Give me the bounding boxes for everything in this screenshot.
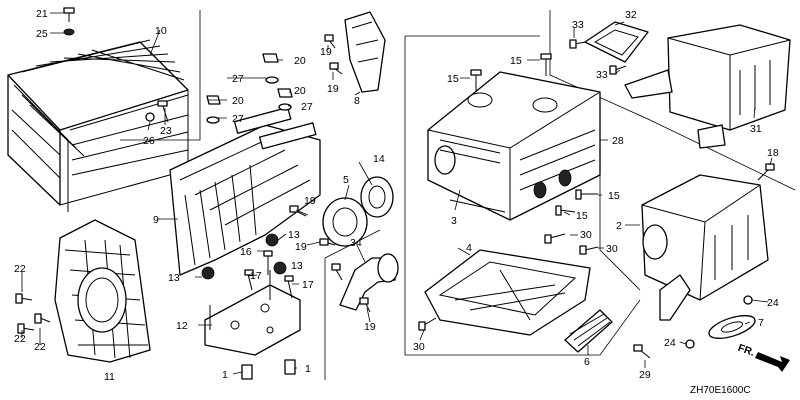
callout-24-left: 24 bbox=[664, 337, 676, 349]
gasket-part-14 bbox=[360, 176, 394, 218]
muffler-body-part-2 bbox=[641, 174, 769, 321]
callout-1-right: 1 bbox=[305, 363, 311, 375]
callout-34: 34 bbox=[350, 237, 362, 249]
callout-15-a: 15 bbox=[447, 73, 459, 85]
callout-5: 5 bbox=[343, 174, 349, 186]
callout-13-top: 13 bbox=[288, 229, 300, 241]
front-arrow-icon bbox=[755, 352, 790, 372]
callout-14: 14 bbox=[373, 153, 385, 165]
callout-4: 4 bbox=[466, 242, 472, 254]
callout-23: 23 bbox=[160, 125, 172, 137]
callout-29: 29 bbox=[639, 369, 651, 381]
callout-33-low: 33 bbox=[596, 69, 608, 81]
callout-28: 28 bbox=[612, 135, 624, 147]
callout-20-mid: 20 bbox=[294, 85, 306, 97]
frame-line-right-mid bbox=[599, 140, 641, 291]
callout-22-right: 22 bbox=[34, 341, 46, 353]
diagram-code: ZH70E1600C bbox=[690, 385, 751, 396]
shroud-part-11 bbox=[54, 219, 151, 363]
callout-15-d: 15 bbox=[608, 190, 620, 202]
leader-lines bbox=[21, 12, 773, 375]
bracket-plate-part-12 bbox=[204, 270, 301, 356]
deflector-part-8 bbox=[344, 11, 386, 93]
callout-21: 21 bbox=[36, 8, 48, 20]
callout-20-left: 20 bbox=[232, 95, 244, 107]
callout-13-right: 13 bbox=[291, 260, 303, 272]
callout-26: 26 bbox=[143, 135, 155, 147]
frame-line-muffler-box bbox=[404, 35, 641, 356]
callout-31: 31 bbox=[750, 123, 762, 135]
exhaust-flange-part-5 bbox=[322, 197, 368, 247]
callout-30-b: 30 bbox=[606, 243, 618, 255]
callout-6: 6 bbox=[584, 356, 590, 368]
callout-27-left: 27 bbox=[232, 73, 244, 85]
callout-12: 12 bbox=[176, 320, 188, 332]
callout-1-left: 1 bbox=[222, 369, 228, 381]
callout-8: 8 bbox=[354, 95, 360, 107]
callout-24-right: 24 bbox=[767, 297, 779, 309]
callout-9: 9 bbox=[153, 214, 159, 226]
front-direction-indicator: FR. bbox=[736, 342, 790, 372]
callout-15-c: 15 bbox=[576, 210, 588, 222]
callout-25: 25 bbox=[36, 28, 48, 40]
fr-label: FR. bbox=[736, 342, 756, 359]
heat-shield-part-9 bbox=[169, 106, 321, 276]
callout-22-top: 22 bbox=[14, 263, 26, 275]
frame-line-left bbox=[120, 10, 201, 141]
callout-30-c: 30 bbox=[413, 341, 425, 353]
callout-16: 16 bbox=[240, 246, 252, 258]
callout-32: 32 bbox=[625, 9, 637, 21]
callout-19-bottom: 19 bbox=[364, 321, 376, 333]
callout-27-right: 27 bbox=[301, 101, 313, 113]
deflector-part-32 bbox=[584, 21, 649, 63]
callout-19-low: 19 bbox=[295, 241, 307, 253]
callout-15-b: 15 bbox=[510, 55, 522, 67]
callout-3: 3 bbox=[451, 215, 457, 227]
spark-arrester-part-6 bbox=[564, 309, 613, 353]
muffler-cover-part-3 bbox=[427, 71, 601, 221]
callout-19-mid: 19 bbox=[304, 195, 316, 207]
callout-2: 2 bbox=[616, 220, 622, 232]
callout-numbers: 21 25 10 26 23 27 20 27 20 20 27 9 13 12… bbox=[14, 8, 779, 383]
callout-27-lower: 27 bbox=[232, 113, 244, 125]
callout-11: 11 bbox=[104, 371, 115, 383]
callout-22-left: 22 bbox=[14, 333, 26, 345]
callout-18: 18 bbox=[767, 147, 779, 159]
callout-30-a: 30 bbox=[580, 229, 592, 241]
callout-20-top: 20 bbox=[294, 55, 306, 67]
elbow-pipe-part-34 bbox=[339, 253, 399, 311]
gasket-part-7 bbox=[708, 315, 756, 339]
muffler-assembly-part-31 bbox=[624, 24, 791, 149]
muffler-base-part-4 bbox=[424, 249, 591, 336]
callout-10: 10 bbox=[155, 25, 167, 37]
callout-19-upper: 19 bbox=[327, 83, 339, 95]
callout-13-left: 13 bbox=[168, 272, 180, 284]
fasteners bbox=[15, 7, 775, 380]
callout-33-top: 33 bbox=[572, 19, 584, 31]
callout-17-left: 17 bbox=[250, 270, 262, 282]
callout-7: 7 bbox=[758, 317, 764, 329]
callout-17-right: 17 bbox=[302, 279, 314, 291]
callout-19-top: 19 bbox=[320, 46, 332, 58]
